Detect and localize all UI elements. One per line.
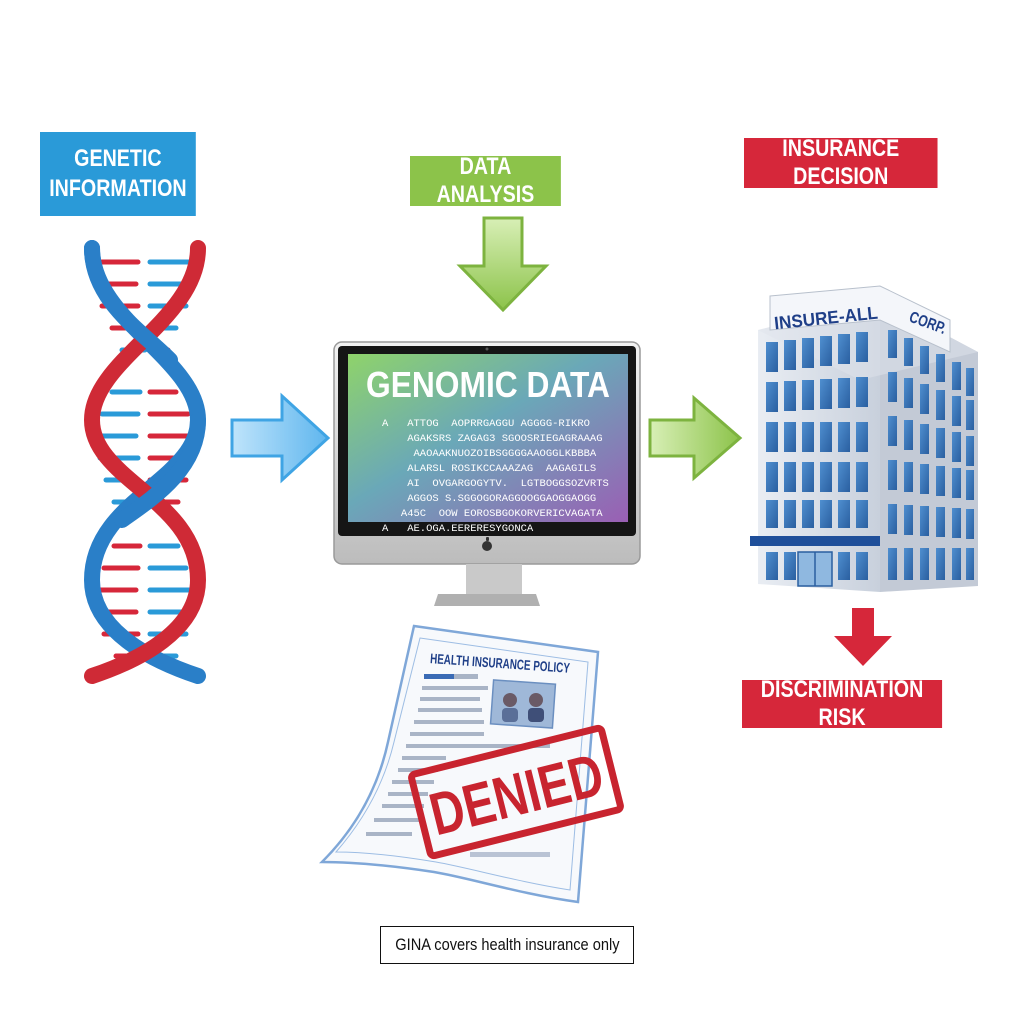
gina-note-text: GINA covers health insurance only bbox=[394, 935, 620, 954]
data-analysis-label: DATA ANALYSIS bbox=[410, 153, 561, 208]
apple-logo-icon bbox=[482, 537, 492, 551]
sequence-line: AI OVGARGOGYTV. LGTBOGGSOZVRTS bbox=[382, 478, 609, 490]
insurance-building-icon bbox=[750, 285, 978, 592]
monitor-title: GENOMIC DATA bbox=[366, 364, 610, 405]
discrimination-risk-label: DISCRIMINATION RISK bbox=[742, 676, 943, 731]
sequence-line: AGGOS S.SGGOGORAGGOOGGAOGGAOGG bbox=[382, 493, 596, 505]
sequence-line: A ATTOG AOPRRGAGGU AGGGG-RIKRO bbox=[382, 418, 590, 430]
sequence-line: AAOAAKNUOZOIBSGGGGAAOGGLKBBBA bbox=[382, 448, 597, 460]
arrow-right-blue-icon bbox=[230, 392, 331, 484]
dna-helix-icon bbox=[83, 240, 207, 684]
arrow-right-green-icon bbox=[648, 394, 743, 482]
arrow-down-red-icon bbox=[834, 608, 892, 666]
genetic-information-text: GENETIC INFORMATION bbox=[49, 145, 187, 202]
sequence-line: AGAKSRS ZAGAG3 SGOOSRIEGAGRAAAG bbox=[382, 433, 603, 445]
gina-note-box: GINA covers health insurance only bbox=[380, 926, 634, 964]
sequence-line: ALARSL ROSIKCCAAAZAG AAGAGILS bbox=[382, 463, 596, 475]
sequence-line: A45C OOW EOROSBGOKORVERICVAGATA bbox=[382, 508, 603, 520]
insurance-decision-label: INSURANCE DECISION bbox=[744, 135, 938, 190]
genetic-information-label: GENETIC INFORMATION bbox=[40, 132, 196, 216]
computer-monitor bbox=[333, 341, 641, 606]
arrow-down-green-icon bbox=[456, 216, 550, 313]
data-analysis-text: DATA ANALYSIS bbox=[436, 153, 535, 208]
monitor-sequence-lines: A ATTOG AOPRRGAGGU AGGGG-RIKRO AGAKSRS Z… bbox=[382, 418, 609, 535]
photo-icon bbox=[489, 679, 557, 729]
sequence-line: A AE.OGA.EERERESYGONCA bbox=[382, 523, 534, 535]
insurance-decision-text: INSURANCE DECISION bbox=[782, 135, 900, 190]
discrimination-risk-text: DISCRIMINATION RISK bbox=[760, 676, 924, 731]
